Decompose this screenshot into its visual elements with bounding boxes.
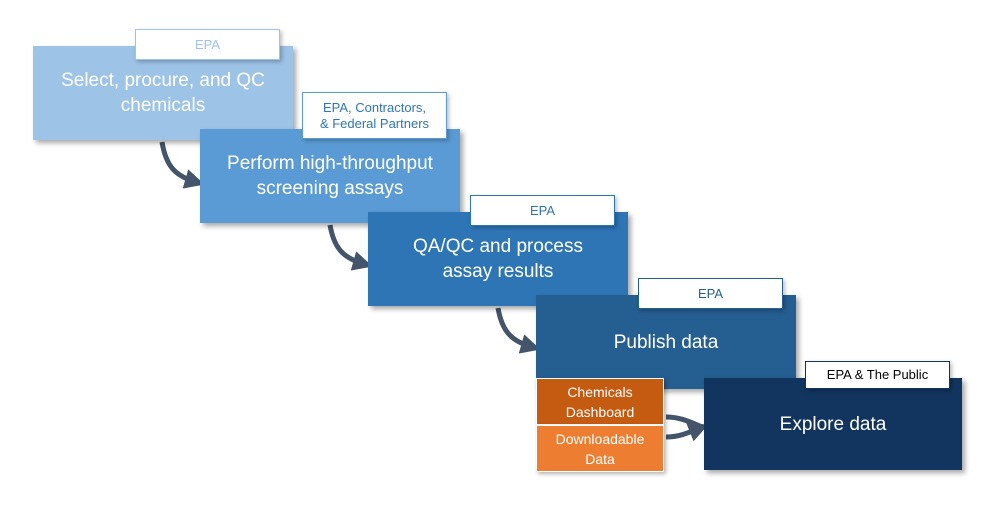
- step-explore-data: Explore data: [704, 378, 962, 470]
- owner-badge-step1: EPA: [135, 29, 280, 60]
- step-publish-data: Publish data: [536, 295, 796, 389]
- owner-label: EPA & The Public: [826, 367, 929, 382]
- step-label: Select, procure, and QC chemicals: [61, 70, 265, 116]
- owner-label: EPA: [194, 36, 221, 52]
- owner-label: EPA: [529, 202, 556, 218]
- step-label: Publish data: [613, 331, 719, 353]
- output-chemicals-dashboard: Chemicals Dashboard: [536, 378, 664, 425]
- output-label: Downloadable Data: [555, 430, 645, 467]
- output-downloadable-data: Downloadable Data: [536, 425, 664, 472]
- owner-badge-step3: EPA: [470, 195, 615, 226]
- step-label: Explore data: [779, 413, 887, 435]
- step-label: Perform high-throughput screening assays: [227, 153, 433, 199]
- step-label: QA/QC and process assay results: [412, 236, 584, 282]
- owner-badge-step5: EPA & The Public: [805, 361, 950, 389]
- arrow-step3-to-step4: [495, 307, 541, 354]
- step-qa-qc-process-results: QA/QC and process assay results: [368, 212, 628, 306]
- arrow-step1-to-step2: [159, 141, 205, 189]
- step-high-throughput-screening: Perform high-throughput screening assays: [200, 129, 460, 223]
- output-label: Chemicals Dashboard: [565, 383, 635, 420]
- owner-label: EPA, Contractors, & Federal Partners: [319, 99, 430, 131]
- owner-label: EPA: [697, 285, 724, 301]
- arrow-outputs-to-explore: [665, 417, 700, 437]
- owner-badge-step4: EPA: [638, 278, 783, 309]
- step-select-procure-qc: Select, procure, and QC chemicals: [33, 46, 293, 140]
- arrow-step2-to-step3: [327, 224, 373, 271]
- owner-badge-step2: EPA, Contractors, & Federal Partners: [302, 92, 447, 139]
